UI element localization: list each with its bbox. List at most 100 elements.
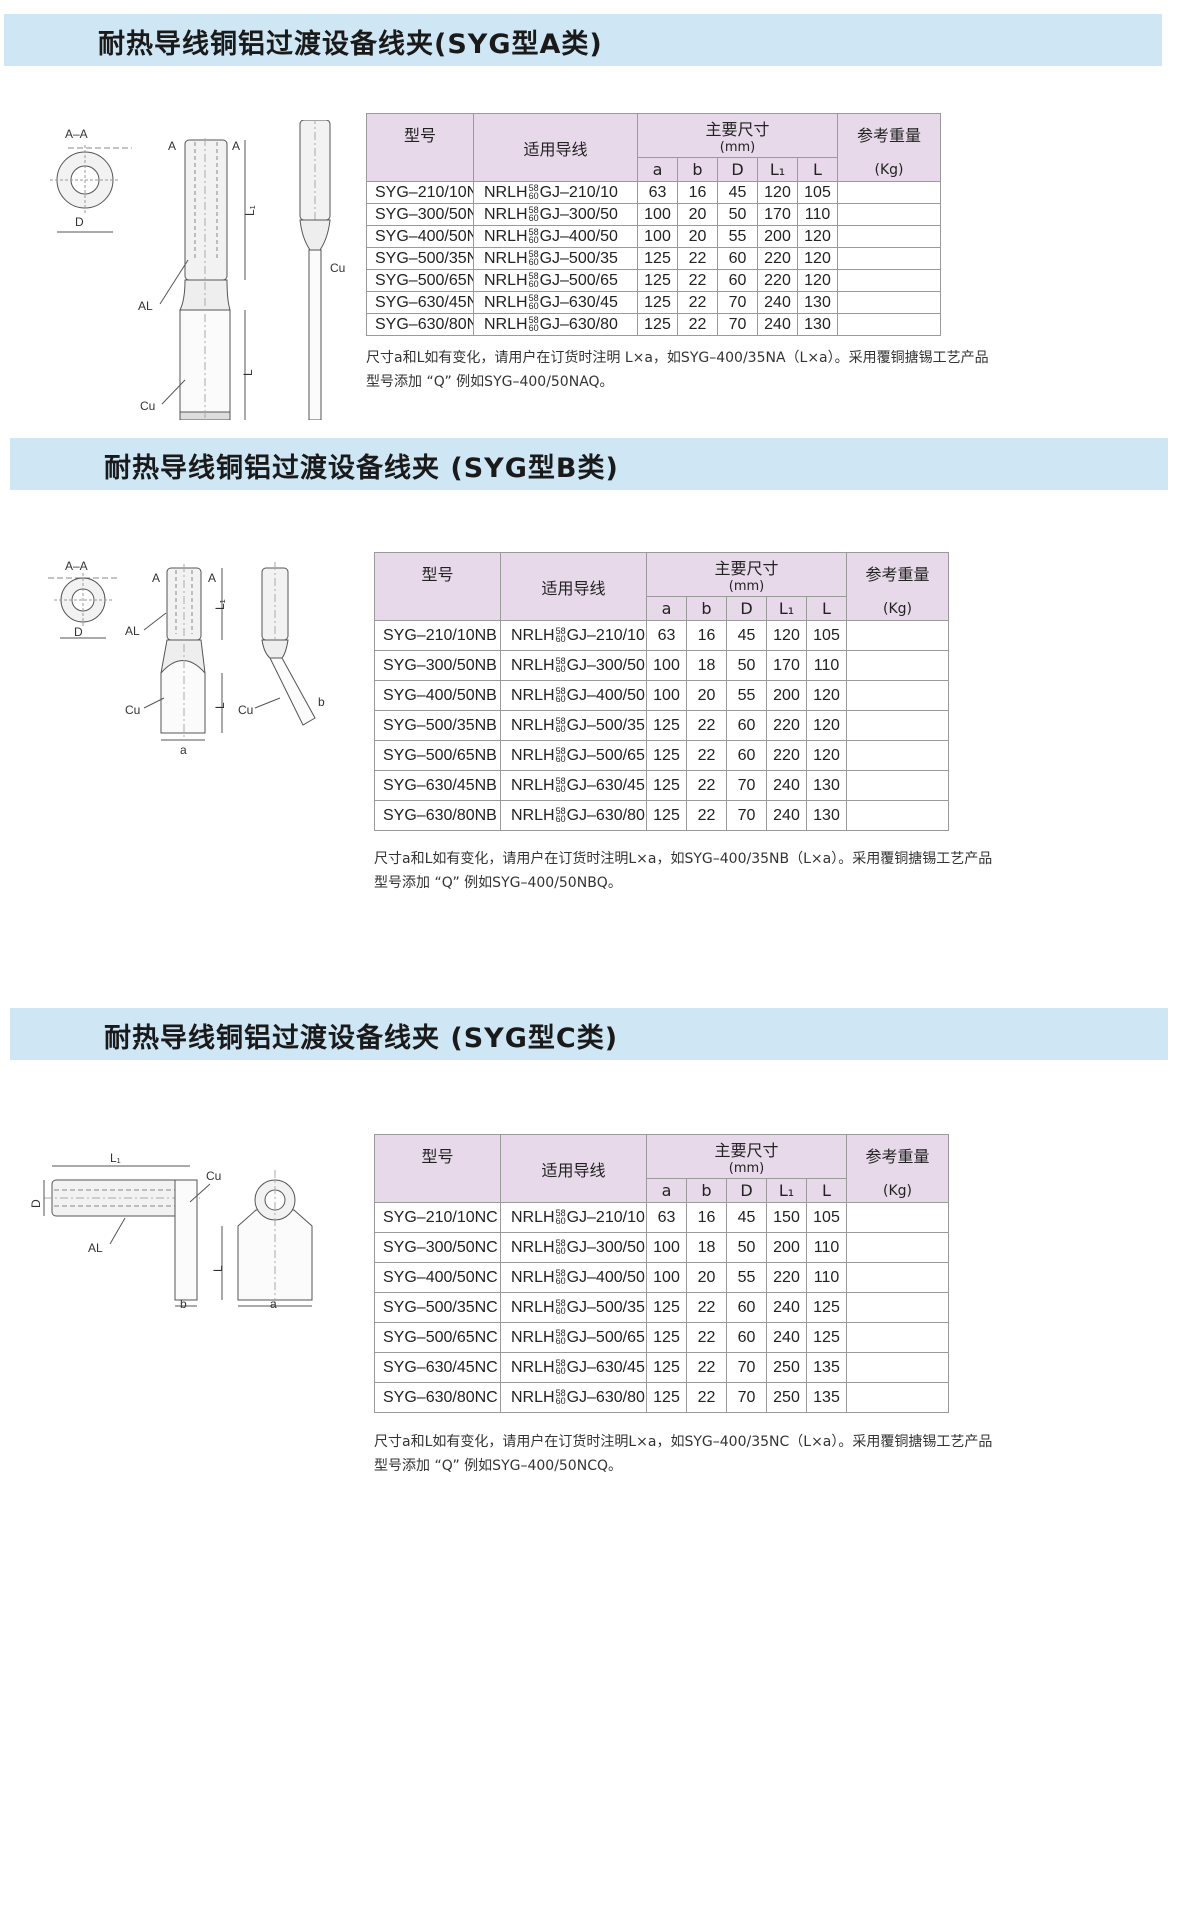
cell-model: SYG–500/35NC xyxy=(374,1292,501,1323)
wire-prefix: NRLH xyxy=(484,205,528,223)
cell-weight xyxy=(846,1352,950,1383)
wire-sub: 60 xyxy=(555,634,566,645)
dim-d-label: D xyxy=(75,215,84,229)
header-l1: L₁ xyxy=(766,1178,807,1203)
header-model: 型号 xyxy=(374,1134,501,1203)
header-weight-label: 参考重量 xyxy=(865,1147,930,1166)
wire-suffix: GJ–630/80 xyxy=(566,806,645,824)
header-l1: L₁ xyxy=(757,157,798,182)
cell-weight xyxy=(846,710,950,741)
cell-l: 120 xyxy=(796,269,839,292)
header-d: D xyxy=(726,1178,767,1203)
cell-l1: 220 xyxy=(766,710,807,741)
wire-prefix: NRLH xyxy=(511,1238,555,1256)
wire-prefix: NRLH xyxy=(511,626,555,644)
cell-l1: 220 xyxy=(766,740,807,771)
cell-l1: 220 xyxy=(757,269,798,292)
cell-l1: 240 xyxy=(766,800,807,831)
cell-model: SYG–630/45NA xyxy=(366,291,474,314)
wire-suffix: GJ–300/50 xyxy=(566,1238,645,1256)
wire-prefix: NRLH xyxy=(511,716,555,734)
wire-sub: 60 xyxy=(555,814,566,825)
wire-sup: 58 xyxy=(528,227,539,238)
cell-b: 22 xyxy=(686,1322,727,1353)
header-dims: 主要尺寸 (mm) xyxy=(636,113,839,158)
cell-weight xyxy=(846,770,950,801)
section-b: 耐热导线铜铝过渡设备线夹 (SYG型B类) A–A D A A AL Cu xyxy=(0,430,1189,990)
spec-table-body: SYG–210/10NANRLH5860GJ–210/1063164512010… xyxy=(366,181,942,336)
cell-model: SYG–300/50NA xyxy=(366,203,474,226)
header-dims-label: 主要尺寸 xyxy=(705,120,770,139)
cell-l1: 200 xyxy=(757,225,798,248)
cell-a: 125 xyxy=(637,313,678,336)
table-row: SYG–630/45NANRLH5860GJ–630/4512522702401… xyxy=(366,291,942,314)
order-note-line2: 型号添加 “Q” 例如SYG–400/50NBQ。 xyxy=(374,875,622,891)
section-banner: 耐热导线铜铝过渡设备线夹 (SYG型B类) xyxy=(10,438,1168,490)
cell-l: 110 xyxy=(796,203,839,226)
cu-pad xyxy=(160,660,206,734)
header-a: a xyxy=(637,157,678,182)
cell-d: 60 xyxy=(726,1322,767,1353)
cell-l: 110 xyxy=(805,1232,848,1263)
dim-l-label: L xyxy=(211,1265,225,1272)
cell-weight xyxy=(846,1262,950,1293)
header-model: 型号 xyxy=(366,113,474,182)
cell-l: 130 xyxy=(805,770,848,801)
cell-l: 110 xyxy=(805,650,848,681)
wire-sup: 58 xyxy=(555,746,566,757)
cell-b: 22 xyxy=(686,1352,727,1383)
section-label: A–A xyxy=(65,559,88,573)
side-cu-label: Cu xyxy=(238,703,253,717)
cell-d: 70 xyxy=(726,1382,767,1413)
header-weight-unit: (Kg) xyxy=(874,162,904,178)
cell-l1: 240 xyxy=(766,1292,807,1323)
cell-weight xyxy=(837,225,942,248)
cell-model: SYG–300/50NB xyxy=(374,650,501,681)
wire-sub: 60 xyxy=(555,1336,566,1347)
diagram-type-c: L₁ D Cu AL b L a xyxy=(30,1140,390,1310)
dim-d-label: D xyxy=(30,1199,43,1208)
wire-suffix: GJ–630/45 xyxy=(566,776,645,794)
cell-l: 135 xyxy=(805,1382,848,1413)
header-dims-label: 主要尺寸 xyxy=(714,1141,779,1160)
cell-weight xyxy=(846,1382,950,1413)
cell-model: SYG–500/65NA xyxy=(366,269,474,292)
wire-prefix: NRLH xyxy=(511,746,555,764)
diagram-type-b: A–A D A A AL Cu a L₁ L xyxy=(40,558,380,758)
cell-b: 16 xyxy=(686,620,727,651)
wire-sup: 58 xyxy=(555,1298,566,1309)
header-d: D xyxy=(717,157,758,182)
mark-a-right: A xyxy=(232,139,240,153)
header-l: L xyxy=(805,596,848,621)
wire-sup: 58 xyxy=(555,1388,566,1399)
diagram-type-a: A–A D A A AL Cu a L₁ L xyxy=(40,120,400,420)
cell-d: 45 xyxy=(717,181,758,204)
cell-weight xyxy=(846,1202,950,1233)
section-title: 耐热导线铜铝过渡设备线夹(SYG型A类) xyxy=(98,29,603,60)
al-label: AL xyxy=(88,1241,103,1255)
wire-prefix: NRLH xyxy=(511,1298,555,1316)
cell-a: 100 xyxy=(646,1262,687,1293)
order-note-line1: 尺寸a和L如有变化，请用户在订货时注明 L×a，如SYG–400/35NA（L×… xyxy=(366,350,989,366)
spec-table: 型号 适用导线 主要尺寸 (mm) 参考重量 (Kg) a b D L₁ L S… xyxy=(374,552,950,831)
cell-a: 125 xyxy=(646,770,687,801)
wire-sub: 60 xyxy=(528,235,539,246)
section-a: 耐热导线铜铝过渡设备线夹(SYG型A类) A–A D A A AL Cu xyxy=(0,0,1189,480)
cell-b: 18 xyxy=(686,650,727,681)
cell-b: 22 xyxy=(686,1292,727,1323)
wire-sup: 58 xyxy=(555,686,566,697)
header-d: D xyxy=(726,596,767,621)
